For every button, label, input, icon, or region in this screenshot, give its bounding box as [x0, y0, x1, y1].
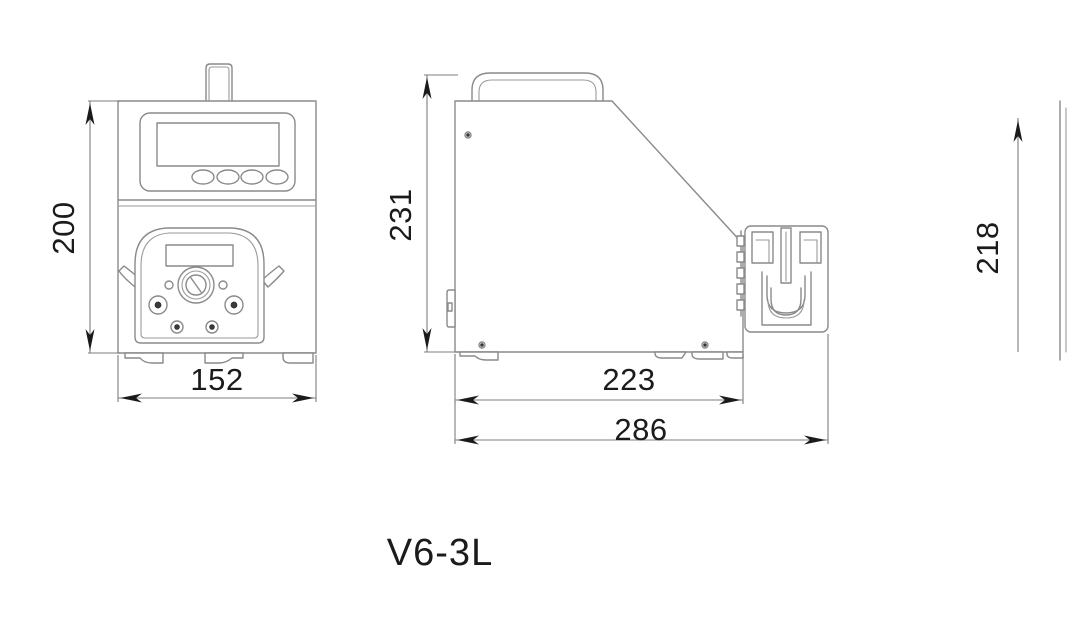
- dim-arrow-152-right: [292, 393, 314, 403]
- front-foot-right: [282, 352, 314, 364]
- side-body-outline: [454, 100, 744, 353]
- clamp-left-outer: [751, 231, 774, 264]
- side-foot-3: [691, 351, 724, 360]
- pump-lever-right: [261, 265, 285, 288]
- dim-label-286: 286: [614, 412, 667, 447]
- pump-head-front: [118, 227, 285, 344]
- mount-seg-1: [736, 235, 745, 247]
- rear-view-partial: [1013, 100, 1067, 361]
- top-vent: [205, 63, 233, 103]
- tubing-arc-2: [770, 287, 802, 316]
- side-foot-1: [459, 351, 499, 361]
- dim-arrow-200-top: [85, 103, 95, 125]
- handle-inner: [478, 79, 597, 126]
- side-feet: [459, 351, 744, 361]
- indicator-hole-left: [164, 280, 174, 290]
- dim-label-231: 231: [383, 188, 418, 241]
- dim-label-223: 223: [602, 362, 655, 397]
- screw-boss-left-center: [154, 301, 162, 309]
- mount-seg-4: [736, 283, 745, 295]
- pump-window: [165, 244, 234, 267]
- side-foot-2: [654, 351, 687, 359]
- rotor-slot: [190, 277, 202, 293]
- side-screw-bottom-left-center: [480, 343, 484, 347]
- front-view: [117, 63, 317, 364]
- side-view-dimensions: [422, 74, 829, 445]
- dim-arrow-218-top: [1013, 120, 1023, 142]
- side-port-body: [446, 289, 456, 328]
- dim-label-152: 152: [190, 362, 243, 397]
- side-screw-top-left-center: [466, 133, 470, 137]
- side-foot-4: [726, 351, 744, 359]
- front-panel-buttons: [191, 169, 289, 185]
- front-feet: [124, 352, 314, 364]
- lcd-screen: [156, 122, 280, 167]
- pump-mount-strip: [736, 230, 745, 317]
- mount-seg-2: [736, 251, 745, 263]
- clamp-right-inner: [803, 239, 818, 263]
- dim-arrow-223-left: [457, 395, 479, 405]
- dim-arrow-200-bottom: [85, 329, 95, 351]
- side-port-slot: [447, 302, 453, 312]
- dim-arrow-286-right: [804, 435, 826, 445]
- indicator-hole-right: [218, 280, 228, 290]
- screw-bottom-left-center: [174, 324, 180, 330]
- mount-seg-5: [736, 299, 745, 311]
- front-foot-center: [204, 352, 244, 364]
- mount-seg-3: [736, 267, 745, 279]
- model-label: V6-3L: [387, 532, 493, 574]
- panel-button-3[interactable]: [240, 169, 264, 185]
- dim-label-200: 200: [46, 201, 81, 254]
- tubing-channel-box: [761, 271, 812, 326]
- dim-arrow-152-left: [120, 393, 142, 403]
- screw-boss-right-center: [230, 301, 238, 309]
- clamp-left-inner: [755, 239, 770, 263]
- panel-button-1[interactable]: [191, 169, 215, 185]
- handle-outer: [471, 72, 604, 126]
- screw-bottom-right-center: [209, 324, 215, 330]
- tubing-arc-3: [767, 299, 805, 319]
- clamp-right-outer: [799, 231, 822, 264]
- side-port: [446, 289, 456, 328]
- carry-handle: [471, 72, 604, 126]
- pump-head-side: [736, 225, 829, 333]
- dim-label-218: 218: [970, 221, 1005, 274]
- dim-arrow-223-right: [719, 395, 741, 405]
- front-view-dimensions: [85, 100, 317, 403]
- dim-arrow-286-left: [457, 435, 479, 445]
- side-screw-bottom-right-center: [703, 343, 707, 347]
- dim-arrow-231-top: [422, 77, 432, 99]
- panel-button-4[interactable]: [265, 169, 289, 185]
- front-foot-left: [124, 352, 164, 364]
- dim-arrow-231-bottom: [422, 328, 432, 350]
- side-view: [446, 72, 829, 361]
- panel-button-2[interactable]: [216, 169, 240, 185]
